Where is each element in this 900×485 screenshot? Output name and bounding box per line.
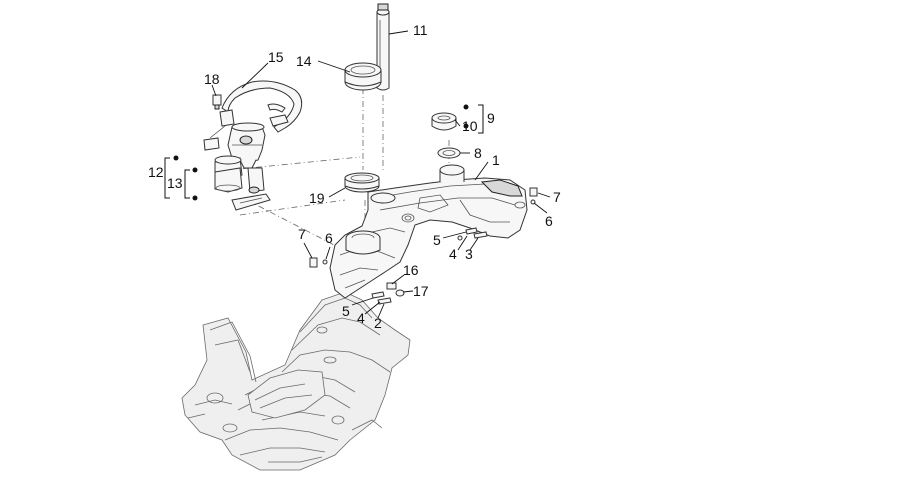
callout-7-right: 7 xyxy=(553,189,561,205)
callout-15: 15 xyxy=(268,49,284,65)
callout-6-right: 6 xyxy=(545,213,553,229)
callout-4-right: 4 xyxy=(449,246,457,262)
callout-1: 1 xyxy=(492,152,500,168)
callout-6-left: 6 xyxy=(325,230,333,246)
callout-3: 3 xyxy=(465,246,473,262)
callout-labels: 11 14 15 18 9 10 8 1 12 13 7 6 19 7 6 5 … xyxy=(148,22,561,331)
callout-18: 18 xyxy=(204,71,220,87)
callout-19: 19 xyxy=(309,190,325,206)
scooter-frame xyxy=(181,291,411,471)
callout-13: 13 xyxy=(167,175,183,191)
fasteners xyxy=(309,187,538,305)
callout-8: 8 xyxy=(474,145,482,161)
assembly-axis-lines xyxy=(229,88,450,249)
fuel-pump-assembly xyxy=(214,122,271,211)
group-brackets xyxy=(164,104,484,201)
pump-gasket xyxy=(344,172,380,193)
callout-5-left: 5 xyxy=(342,303,350,319)
callout-11: 11 xyxy=(413,22,428,38)
callout-9: 9 xyxy=(487,110,495,126)
callout-7-left: 7 xyxy=(298,226,306,242)
ring-nut xyxy=(344,62,382,91)
fuel-cap xyxy=(431,112,457,131)
callout-10: 10 xyxy=(462,118,478,134)
callout-17: 17 xyxy=(413,283,429,299)
leader-lines xyxy=(211,30,551,319)
callout-2: 2 xyxy=(374,315,382,331)
callout-14: 14 xyxy=(296,53,312,69)
callout-5-right: 5 xyxy=(433,232,441,248)
fuel-hose xyxy=(203,80,303,151)
hose-connector xyxy=(212,94,222,110)
callout-4-left: 4 xyxy=(357,310,365,326)
callout-12: 12 xyxy=(148,164,164,180)
fuel-tank xyxy=(329,164,528,299)
cap-seal xyxy=(437,147,461,159)
callout-16: 16 xyxy=(403,262,419,278)
